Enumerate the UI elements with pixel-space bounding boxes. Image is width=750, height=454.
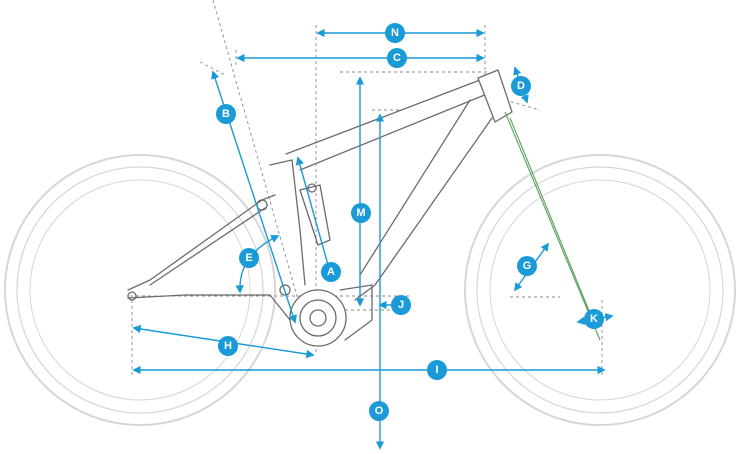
badge-J: J	[391, 295, 411, 315]
badge-M: M	[351, 203, 371, 223]
badge-O: O	[369, 401, 389, 421]
fork-axis	[504, 111, 601, 341]
badge-G: G	[517, 256, 537, 276]
badge-C-text: C	[393, 52, 401, 64]
badge-I: I	[427, 360, 447, 380]
badge-N-text: N	[391, 27, 399, 39]
badge-O-text: O	[375, 405, 384, 417]
badge-A: A	[321, 262, 341, 282]
badge-K-text: K	[590, 313, 598, 325]
badge-N: N	[385, 23, 405, 43]
front-wheel	[464, 154, 736, 426]
badge-A-text: A	[327, 266, 335, 278]
badge-C: C	[387, 48, 407, 68]
bike-frame	[127, 69, 513, 347]
badge-D: D	[511, 76, 531, 96]
badge-E-text: E	[245, 252, 252, 264]
badge-M-text: M	[356, 207, 365, 219]
badge-H-text: H	[224, 340, 232, 352]
badge-I-text: I	[435, 364, 438, 376]
badge-G-text: G	[523, 260, 532, 272]
badge-K: K	[584, 309, 604, 329]
badge-H: H	[218, 336, 238, 356]
badge-B-text: B	[222, 108, 230, 120]
badge-E: E	[239, 248, 259, 268]
dim-A	[295, 156, 333, 274]
badge-B: B	[216, 104, 236, 124]
rear-wheel	[4, 154, 276, 426]
badge-J-text: J	[398, 299, 404, 311]
badge-D-text: D	[517, 80, 525, 92]
